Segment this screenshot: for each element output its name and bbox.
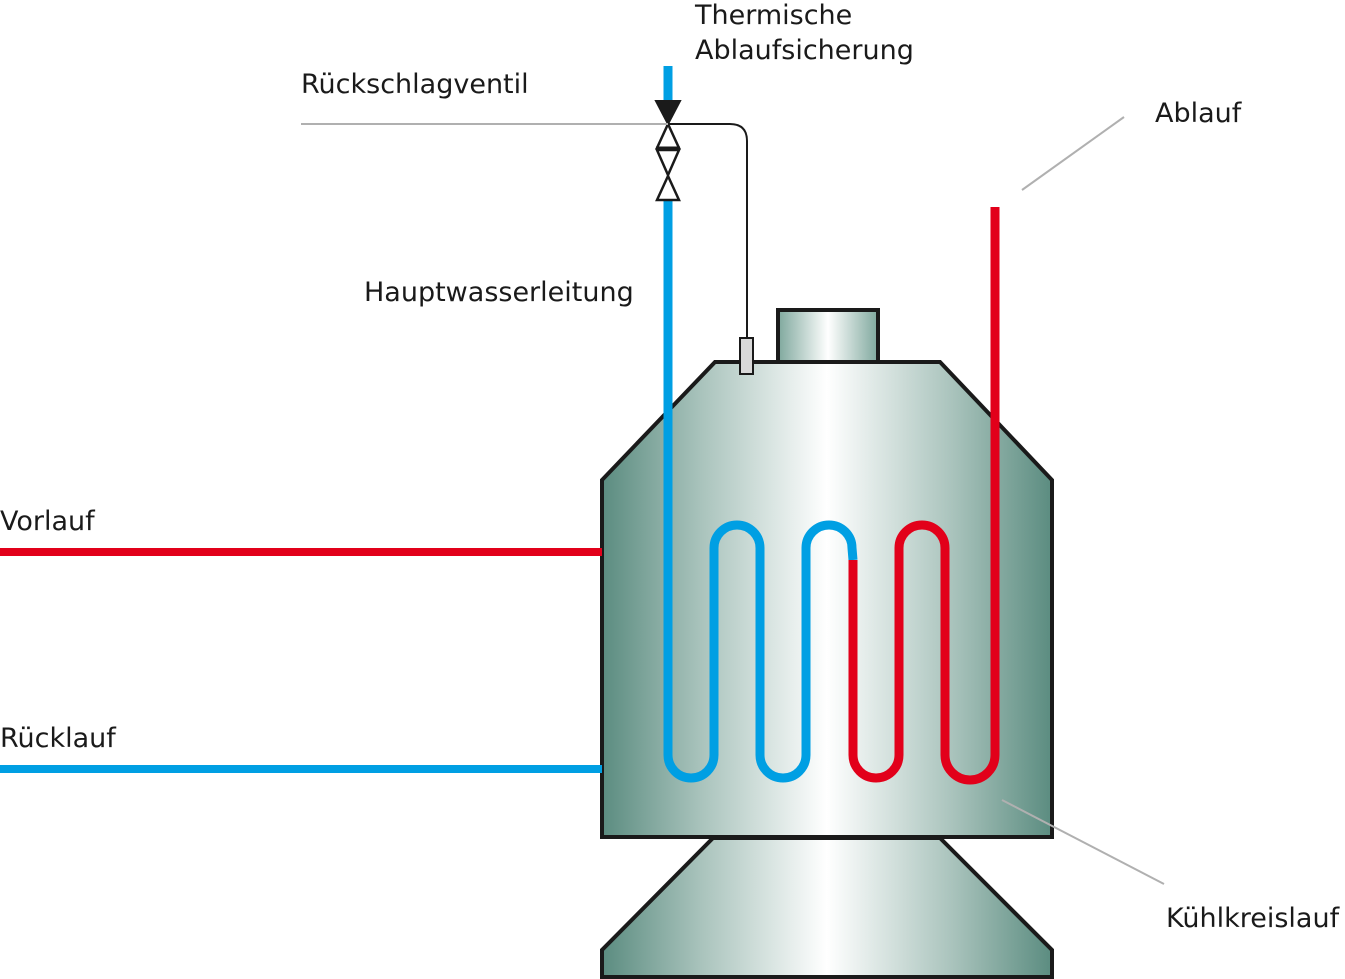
tank-base [600, 836, 1054, 979]
label-vorlauf: Vorlauf [0, 506, 96, 537]
ablauf-leader [1021, 116, 1125, 191]
label-thermische-line1: Thermische [694, 0, 852, 31]
tank-neck [776, 308, 880, 364]
label-hauptwasserleitung: Hauptwasserleitung [364, 277, 634, 308]
label-rueckschlagventil: Rückschlagventil [301, 69, 529, 100]
label-ruecklauf: Rücklauf [0, 723, 117, 754]
kuehlkreislauf-coil-hot [848, 207, 1000, 785]
kuehlkreislauf-coil-cold [663, 200, 858, 783]
label-kuehlkreislauf: Kühlkreislauf [1166, 903, 1341, 934]
thermische-ablaufsicherung-capillary [668, 123, 748, 338]
kuehlkreislauf-leader [1001, 799, 1165, 885]
temperature-sensor [739, 337, 754, 375]
rueckschlagventil-symbol [655, 120, 681, 202]
thermische-ablaufsicherung-valve [654, 100, 682, 127]
label-ablauf: Ablauf [1155, 98, 1243, 129]
label-thermische-line2: Ablaufsicherung [695, 35, 914, 66]
